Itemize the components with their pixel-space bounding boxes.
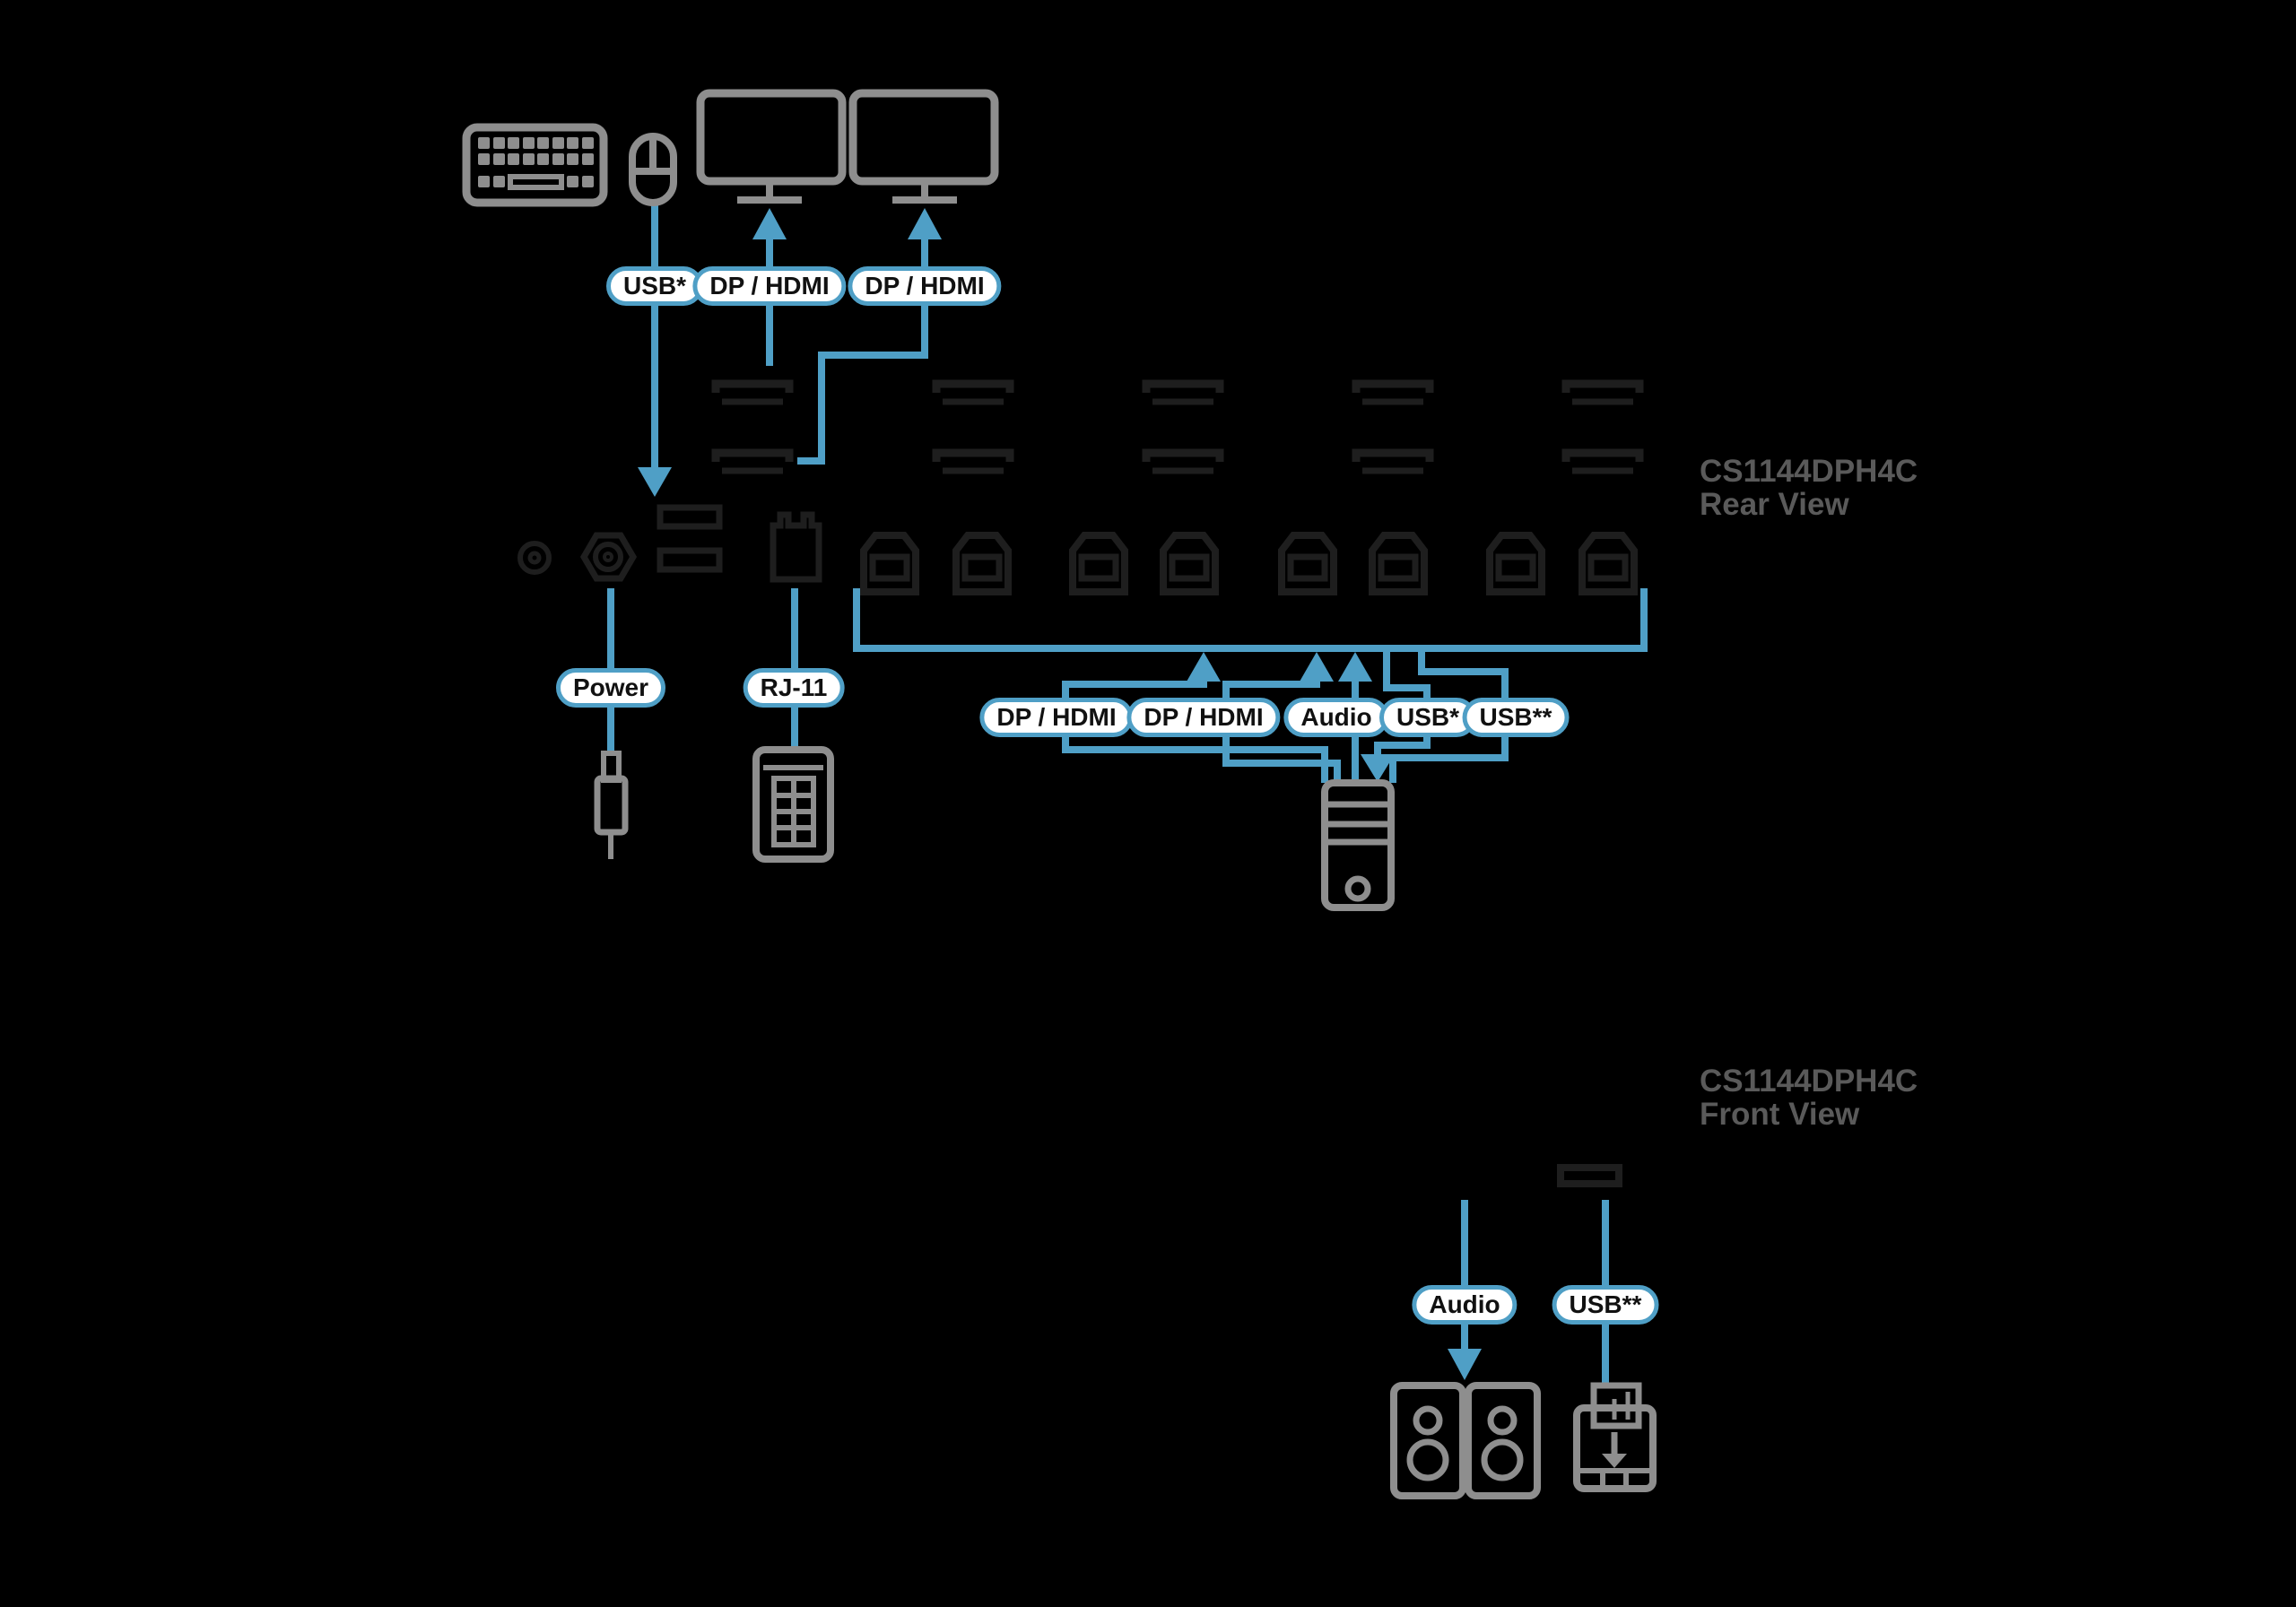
label-power: Power <box>555 668 666 708</box>
usb-b-port <box>1369 532 1428 595</box>
label-cpu-video2: DP / HDMI <box>1126 698 1281 737</box>
rear-model-text: CS1144DPH4C <box>1700 454 1918 489</box>
arrow-down-icon <box>1361 754 1395 782</box>
keyboard-icon <box>462 123 608 207</box>
label-rj11: RJ-11 <box>743 668 845 708</box>
front-model-text: CS1144DPH4C <box>1700 1064 1918 1099</box>
usb-a-port <box>657 504 723 530</box>
rear-view-title: CS1144DPH4C Rear View <box>1700 455 1918 521</box>
usb-b-port <box>1578 532 1638 595</box>
rj11-port <box>770 511 822 583</box>
usb-a-port <box>657 547 723 573</box>
dp-hdmi-port-columns <box>711 379 1644 474</box>
usb-b-port <box>1486 532 1545 595</box>
mouse-icon <box>629 133 677 206</box>
usb-b-port <box>1278 532 1337 595</box>
arrow-up-icon <box>908 208 942 239</box>
monitor-icon <box>696 89 847 204</box>
usb-b-port <box>1069 532 1128 595</box>
label-cpu-video1: DP / HDMI <box>979 698 1134 737</box>
monitor-icon <box>848 89 999 204</box>
power-plug-icon <box>594 751 629 859</box>
label-kb-mouse-usb: USB* <box>605 266 704 306</box>
cable-cpu-bracket <box>853 588 1648 652</box>
cable-monitor2-device <box>797 305 928 465</box>
usb-b-port <box>952 532 1012 595</box>
label-cpu-usb2: USB** <box>1462 698 1570 737</box>
usb-b-port-row <box>860 532 1638 595</box>
front-view-text: Front View <box>1700 1097 1860 1132</box>
label-monitor2: DP / HDMI <box>848 266 1002 306</box>
label-monitor1: DP / HDMI <box>692 266 847 306</box>
arrow-up-icon <box>1338 652 1372 682</box>
speakers-icon <box>1390 1382 1541 1499</box>
computer-tower-icon <box>1321 779 1395 911</box>
power-jack <box>579 532 638 582</box>
arrow-down-icon <box>638 467 672 497</box>
arrow-up-icon <box>752 208 787 239</box>
rear-panel-ports <box>517 504 822 583</box>
label-cpu-audio: Audio <box>1283 698 1389 737</box>
arrow-up-icon <box>1300 652 1334 682</box>
front-view-title: CS1144DPH4C Front View <box>1700 1064 1918 1131</box>
label-front-usb: USB** <box>1552 1285 1659 1325</box>
usb-flash-drive-icon <box>1573 1382 1657 1492</box>
usb-b-port <box>1160 532 1219 595</box>
power-button-icon <box>1344 875 1371 902</box>
front-usb-port <box>1557 1164 1622 1187</box>
ground-jack <box>517 541 552 575</box>
label-front-audio: Audio <box>1412 1285 1518 1325</box>
rear-view-text: Rear View <box>1700 487 1849 522</box>
cable-lines-front <box>1448 1200 1609 1388</box>
rj11-connector-icon <box>752 746 834 863</box>
usb-b-port <box>860 532 919 595</box>
arrow-up-icon <box>1187 652 1221 682</box>
arrow-down-icon <box>1448 1349 1482 1380</box>
